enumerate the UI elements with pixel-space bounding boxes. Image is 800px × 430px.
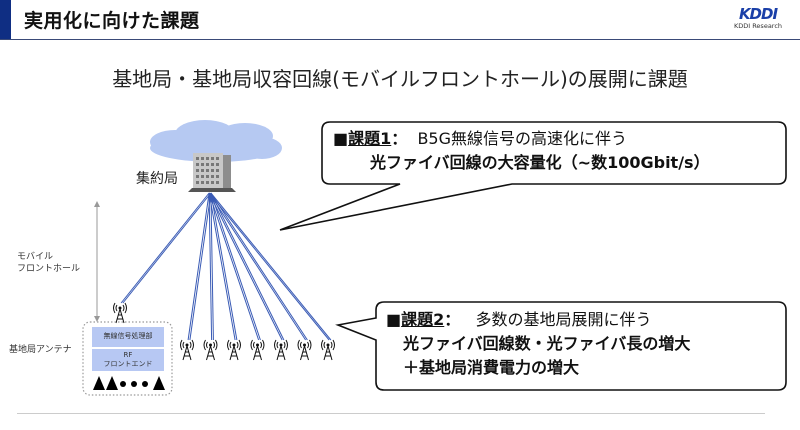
antenna-tower-icon: [203, 339, 218, 361]
fiber-line: [210, 192, 238, 341]
issue1-callout: [279, 121, 787, 231]
fiber-line: [208, 192, 236, 341]
signal-processor-label: 無線信号処理部: [103, 332, 153, 340]
issue2-line2: 光ファイバ回線数・光ファイバ長の増大: [403, 334, 691, 353]
fiber-line: [120, 192, 210, 304]
page-title: 実用化に向けた課題: [24, 10, 200, 32]
footer-divider: [17, 413, 765, 414]
logo-mark: KDDI: [738, 5, 778, 23]
fiber-line: [187, 192, 210, 341]
slide-subtitle: 基地局・基地局収容回線(モバイルフロントホール)の展開に課題: [112, 67, 688, 91]
rf-label-line1: RF: [123, 351, 133, 359]
kddi-logo: KDDI KDDI Research: [728, 6, 788, 30]
issue2-line1: ■課題2： 多数の基地局展開に伴う: [386, 309, 652, 331]
fiber-line: [210, 192, 261, 341]
building-icon: [188, 153, 236, 192]
antenna-tower-icon: [180, 339, 194, 361]
fiber-line: [208, 192, 283, 341]
issue2-line3: ＋基地局消費電力の増大: [403, 358, 580, 377]
antenna-tower-icon: [321, 339, 335, 361]
cloud-icon: [150, 120, 282, 162]
fiber-line: [210, 192, 332, 341]
issue2-bullet: ■: [386, 310, 402, 329]
fronthaul-arrow: [94, 201, 100, 322]
antenna-tower-icon: [250, 339, 265, 361]
antenna-tower-icon: [274, 339, 288, 361]
antenna-towers: [113, 302, 335, 361]
fiber-line: [208, 192, 330, 341]
fiber-line: [210, 192, 308, 341]
antenna-tower-icon: [113, 302, 127, 324]
fiber-line: [208, 192, 307, 341]
logo-subtext: KDDI Research: [733, 22, 783, 30]
issue2-cause: 多数の基地局展開に伴う: [475, 310, 652, 329]
header-divider: [0, 39, 800, 40]
issue1-colon: ：: [391, 129, 408, 148]
rf-label-line2: フロントエンド: [103, 360, 153, 368]
base-station-box: [82, 321, 173, 396]
fiber-line: [208, 192, 260, 341]
issue2-colon: ：: [444, 310, 461, 329]
antenna-tower-icon: [297, 339, 312, 361]
fiber-line: [122, 192, 212, 304]
issue1-label: 課題1: [348, 129, 392, 148]
fronthaul-label-line1: モバイル: [17, 252, 54, 262]
hub-station-label: 集約局: [136, 171, 178, 187]
fiber-line: [210, 192, 285, 341]
antenna-tower-icon: [227, 339, 241, 361]
header-accent-bar: [0, 0, 11, 40]
antenna-label: 基地局アンテナ: [9, 345, 72, 355]
issue1-line1: ■課題1： B5G無線信号の高速化に伴う: [333, 128, 627, 150]
signal-processor-block: [92, 327, 164, 347]
issue1-bullet: ■: [333, 129, 349, 148]
rf-frontend-block: [92, 349, 164, 371]
fiber-line: [189, 192, 212, 341]
fiber-line: [210, 192, 214, 341]
issue1-line2: 光ファイバ回線の大容量化（~数100Gbit/s）: [370, 153, 710, 172]
fiber-line: [208, 192, 213, 341]
issue1-cause: B5G無線信号の高速化に伴う: [417, 129, 628, 148]
issue2-callout: [335, 301, 787, 391]
issue2-label: 課題2: [401, 310, 445, 329]
fiber-lines: [120, 192, 332, 341]
fronthaul-label: モバイル フロントホール: [17, 251, 80, 275]
fronthaul-label-line2: フロントホール: [17, 264, 81, 274]
antenna-elements: [93, 376, 165, 390]
rf-frontend-label: RF フロントエンド: [92, 351, 164, 369]
